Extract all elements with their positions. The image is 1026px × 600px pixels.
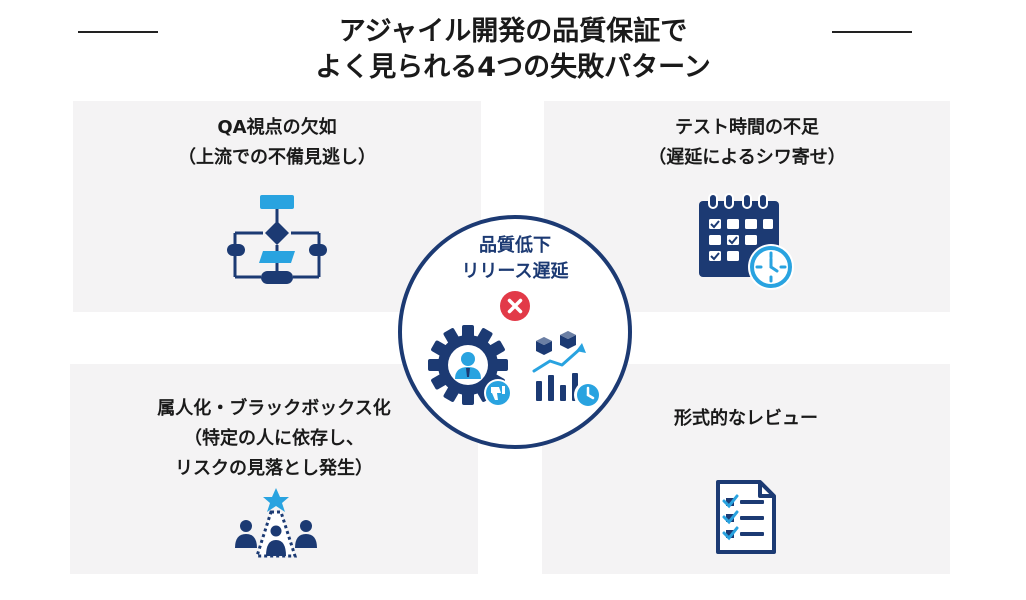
- outcome-label-line-1: 品質低下: [479, 235, 551, 256]
- checklist-document-icon: [716, 480, 776, 554]
- title-line-2: よく見られる4つの失敗パターン: [315, 52, 711, 83]
- pattern-label-line-3: リスクの見落とし発生）: [175, 458, 373, 479]
- pattern-label: 属人化・ブラックボックス化 （特定の人に依存し、 リスクの見落とし発生）: [70, 394, 478, 484]
- flowchart-icon: [227, 195, 327, 284]
- team-spotlight-icon: [235, 488, 317, 558]
- title-rule-left: [78, 31, 158, 33]
- error-x-icon: [500, 291, 530, 321]
- outcome-label-line-2: リリース遅延: [461, 261, 569, 282]
- pattern-label: 形式的なレビュー: [542, 404, 950, 434]
- pattern-label: QA視点の欠如 （上流での不備見逃し）: [73, 113, 481, 173]
- chart-delay-icon: [532, 331, 602, 409]
- pattern-label-line-2: （遅延によるシワ寄せ）: [648, 147, 846, 168]
- pattern-label-line-2: （特定の人に依存し、: [184, 428, 364, 449]
- pattern-label-line-1: 形式的なレビュー: [674, 408, 818, 429]
- pattern-card-black-box: 属人化・ブラックボックス化 （特定の人に依存し、 リスクの見落とし発生）: [70, 364, 478, 574]
- pattern-label-line-2: （上流での不備見逃し）: [178, 147, 376, 168]
- pattern-label-line-1: テスト時間の不足: [675, 117, 819, 138]
- pattern-label: テスト時間の不足 （遅延によるシワ寄せ）: [544, 113, 950, 173]
- pattern-label-line-1: 属人化・ブラックボックス化: [157, 398, 391, 419]
- outcome-circle: 品質低下 リリース遅延: [398, 215, 632, 449]
- title-line-1: アジャイル開発の品質保証で: [338, 16, 688, 47]
- gear-person-thumbs-down-icon: [428, 325, 512, 407]
- pattern-label-line-1: QA視点の欠如: [217, 117, 337, 138]
- title-rule-right: [832, 31, 912, 33]
- outcome-label: 品質低下 リリース遅延: [402, 233, 628, 285]
- page-title: アジャイル開発の品質保証で よく見られる4つの失敗パターン: [0, 14, 1026, 86]
- calendar-clock-icon: [699, 193, 794, 290]
